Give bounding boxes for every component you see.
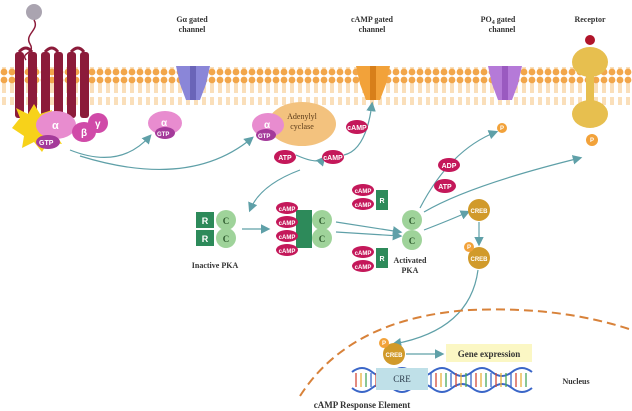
rel-top-camp-1: cAMP <box>355 189 372 195</box>
atp-2-label: ATP <box>438 184 452 191</box>
g-beta-label: β <box>81 128 87 139</box>
phosphate-1-label: P <box>500 126 504 132</box>
po4-gated-channel <box>488 66 522 100</box>
rel-bot-camp-1: cAMP <box>355 251 372 257</box>
atp-1-label: ATP <box>278 155 292 162</box>
pka-r2-label: R <box>202 234 209 244</box>
g-alpha-label: α <box>52 120 59 132</box>
atp-1: ATP <box>274 150 296 164</box>
response-element-label: cAMP Response Element <box>314 400 411 410</box>
adenylyl-label-1: Adenylyl <box>287 112 318 121</box>
complex-c2-label: C <box>319 234 326 244</box>
arrow-complex-split-2 <box>335 230 403 241</box>
creb-2-phos-label: P <box>467 245 471 251</box>
pka-r1-label: R <box>202 216 209 226</box>
arrow-pka-to-creb <box>423 210 471 231</box>
cre-label: CRE <box>393 374 411 384</box>
complex-camp-2: cAMP <box>279 221 296 227</box>
receptor-right <box>572 35 608 128</box>
pka-c1-label: C <box>223 216 230 226</box>
arrow-pka-to-po4-channel <box>419 130 499 209</box>
gene-expression-box <box>446 344 532 362</box>
arrow-camp-to-pka <box>248 169 301 213</box>
released-r-camp-bottom: cAMP cAMP R <box>352 246 388 272</box>
creb-1: CREB <box>468 199 490 221</box>
atp-2: ATP <box>434 179 456 193</box>
arrow-atp-to-camp <box>295 154 326 167</box>
arrow-camp-to-channel <box>343 101 376 156</box>
active-c2-label: C <box>409 236 416 246</box>
cre-box <box>376 368 428 390</box>
camp-gated-channel <box>356 66 390 100</box>
pka-camp-complex: C C cAMP cAMP cAMP cAMP <box>276 202 332 256</box>
inactive-pka-label: Inactive PKA <box>192 261 239 270</box>
ga-gated-channel: α GTP <box>148 66 210 139</box>
phosphate-po4-channel: P <box>497 123 507 133</box>
plasma-membrane <box>0 67 632 105</box>
arrow-to-adenylyl <box>79 136 254 170</box>
receptor-label: Receptor <box>574 15 606 24</box>
creb-1-label: CREB <box>470 209 488 215</box>
adenylyl-cyclase: Adenylyl cyclase α GTP <box>252 102 336 146</box>
complex-camp-3: cAMP <box>279 235 296 241</box>
rel-bot-r: R <box>379 256 384 263</box>
arrow-pka-to-receptor <box>423 155 583 213</box>
camp-1: cAMP <box>322 150 344 164</box>
phosphate-2-label: P <box>590 138 594 144</box>
adenylyl-label-2: cyclase <box>290 122 314 131</box>
creb-dna-phos-label: P <box>382 341 386 347</box>
gtp-label: GTP <box>39 140 54 147</box>
rel-top-camp-2: cAMP <box>355 203 372 209</box>
complex-c1-label: C <box>319 216 326 226</box>
ac-alpha-label: α <box>264 120 271 131</box>
po4-channel-label-1: PO4 gated <box>481 15 516 26</box>
arrow-g-to-ga <box>69 134 152 158</box>
nucleus-label: Nucleus <box>562 377 589 386</box>
adp-1-label: ADP <box>442 163 457 170</box>
pka-c2-label: C <box>223 234 230 244</box>
ligand <box>23 4 42 61</box>
phosphate-receptor: P <box>586 134 598 146</box>
gene-expression-label: Gene expression <box>458 349 521 359</box>
complex-camp-4: cAMP <box>279 249 296 255</box>
ga-channel-label-1: Gα gated <box>176 15 208 24</box>
rel-top-r: R <box>379 198 384 205</box>
camp-1-label: cAMP <box>323 155 343 162</box>
complex-camp-1: cAMP <box>279 207 296 213</box>
adp-1: ADP <box>438 158 460 172</box>
inactive-pka: R R C C <box>196 210 236 248</box>
camp-channel-bound-label: cAMP <box>347 125 367 132</box>
creb-dna-bound: CREB P <box>379 338 405 365</box>
g-protein-receptor-bound: α β γ GTP <box>36 111 108 149</box>
arrow-complex-split-1 <box>335 221 403 236</box>
arrow-creb-to-nucleus <box>391 269 479 348</box>
creb-2: CREB P <box>464 242 490 269</box>
activated-pka: C C <box>402 210 422 250</box>
camp-channel-bound: cAMP <box>346 120 368 134</box>
activated-pka-label-2: PKA <box>402 266 419 275</box>
released-r-camp-top: cAMP cAMP R <box>352 184 388 210</box>
ga-alpha-label: α <box>161 118 168 129</box>
gpcr-receptor <box>15 46 89 118</box>
creb-dna-label: CREB <box>385 353 403 359</box>
ga-gtp-label: GTP <box>157 132 169 138</box>
rel-bot-camp-2: cAMP <box>355 265 372 271</box>
creb-2-label: CREB <box>470 257 488 263</box>
activated-pka-label-1: Activated <box>394 256 427 265</box>
active-c1-label: C <box>409 216 416 226</box>
camp-channel-label-2: channel <box>359 25 386 34</box>
ga-channel-label-2: channel <box>179 25 206 34</box>
g-gamma-label: γ <box>95 119 101 130</box>
camp-channel-label-1: cAMP gated <box>351 15 394 24</box>
po4-channel-label-2: channel <box>489 25 516 34</box>
ac-gtp-label: GTP <box>258 134 270 140</box>
nuclear-envelope <box>299 308 632 397</box>
